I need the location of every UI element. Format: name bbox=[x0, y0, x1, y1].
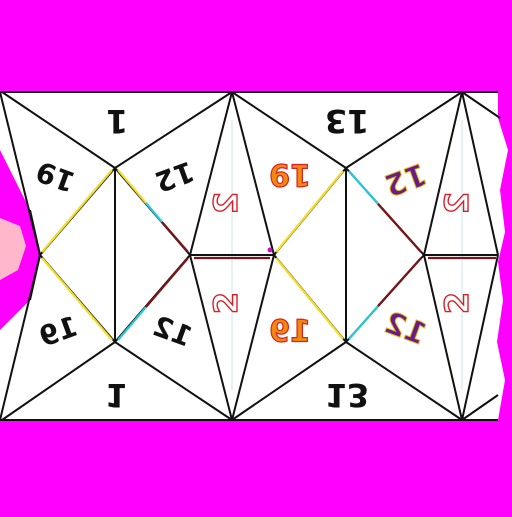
orange-19-top: 19 bbox=[269, 157, 311, 192]
fold-lines bbox=[0, 91, 501, 421]
top-left-number: 1 bbox=[106, 102, 128, 140]
red-2-upper-left: 2 bbox=[207, 192, 245, 214]
pink-edge-shape bbox=[0, 218, 26, 280]
red-2-upper-right: 2 bbox=[438, 192, 476, 214]
orange-19-bottom: 19 bbox=[269, 315, 311, 350]
bottom-right-number: 13 bbox=[325, 376, 370, 414]
color-highlights bbox=[41, 169, 496, 341]
top-right-number: 13 bbox=[325, 102, 370, 140]
red-2-lower-right: 2 bbox=[438, 292, 476, 314]
bottom-left-number: 1 bbox=[105, 376, 127, 414]
red-2-lower-left: 2 bbox=[207, 292, 245, 314]
center-dot bbox=[267, 247, 273, 253]
